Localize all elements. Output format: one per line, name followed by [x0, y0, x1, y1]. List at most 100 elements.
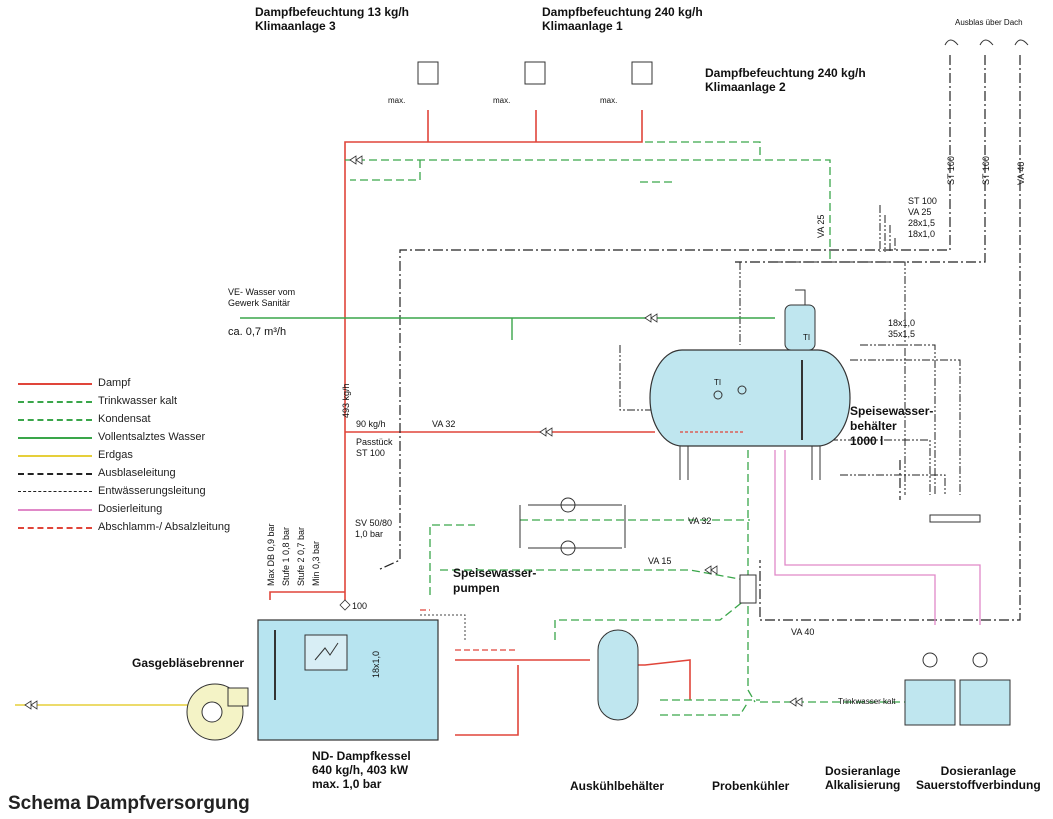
humidifier-3-label: Dampfbefeuchtung 13 kg/h Klimaanlage 3	[255, 5, 409, 33]
blowdown-lines	[420, 609, 518, 651]
degasser-dome	[784, 304, 816, 351]
feedwater-tank-line3: 1000 l	[850, 434, 884, 448]
passtueck-line1: Passtück	[356, 437, 393, 447]
sample-cooler-label: Probenkühler	[712, 779, 790, 793]
dotted-line	[420, 614, 466, 640]
legend-item: Vollentsalztes Wasser	[18, 430, 318, 446]
vertical-pipe-st100-b: ST 100	[981, 156, 991, 185]
sample-cooler	[739, 574, 757, 604]
max-label-3: max.	[600, 96, 618, 105]
dosing-lines	[774, 450, 981, 625]
passtueck-label: Passtück ST 100	[356, 437, 393, 459]
pipe-va40: VA 40	[791, 627, 815, 637]
pipe-list-top-item: ST 100	[908, 196, 937, 206]
ve-water-line2: Gewerk Sanitär	[228, 298, 291, 308]
pipe-list-top-item: VA 25	[908, 207, 932, 217]
ti-label-dome: TI	[803, 333, 811, 342]
legend-item: Kondensat	[18, 412, 318, 428]
legend-swatch	[18, 455, 92, 457]
dosing-2-label: Dosieranlage Sauerstoffverbindung	[916, 764, 1041, 792]
flow-493: 493 kg/h	[341, 383, 351, 418]
legend-item: Dampf	[18, 376, 318, 392]
dosing-1-label: Dosieranlage Alkalisierung	[825, 764, 900, 792]
legend-swatch	[18, 401, 92, 403]
pressure-level-min: Min 0,3 bar	[311, 540, 321, 586]
pipe-list-top-item: 18x1,0	[908, 229, 936, 239]
safety-valve-line1: SV 50/80	[355, 518, 393, 528]
valve-100: 100	[352, 601, 368, 611]
legend-label: Abschlamm-/ Absalzleitung	[98, 521, 231, 533]
burner-label: Gasgebläsebrenner	[132, 656, 245, 670]
safety-valve-line2: 1,0 bar	[355, 529, 384, 539]
dosing-tank-1	[904, 679, 956, 726]
legend-item: Entwässerungsleitung	[18, 484, 318, 500]
boiler-control-panel	[304, 634, 348, 671]
legend-item: Ausblaseleitung	[18, 466, 318, 482]
legend-swatch	[18, 509, 92, 511]
drainage-lines	[619, 205, 961, 495]
pipe-va32-top: VA 32	[432, 419, 456, 429]
feed-pumps-label: Speisewasser- pumpen	[453, 566, 536, 596]
dosing-2-line1: Dosieranlage	[940, 764, 1017, 778]
legend-label: Dosierleitung	[98, 503, 163, 515]
dosing-1-line1: Dosieranlage	[825, 764, 901, 778]
valves	[24, 155, 803, 710]
humidifier-1-label: Dampfbefeuchtung 240 kg/h Klimaanlage 1	[542, 5, 703, 33]
pipe-18x1: 18x1,0	[371, 650, 381, 678]
vertical-pipe-va40: VA 40	[1016, 161, 1026, 185]
pipe-va32-pumps: VA 32	[688, 516, 712, 526]
dosing-tank-2	[959, 679, 1011, 726]
blowoff-lines	[377, 55, 1021, 621]
drain-collector	[929, 514, 981, 523]
page-title: Schema Dampfversorgung	[8, 793, 250, 814]
cooling-tank	[597, 629, 639, 721]
dosing-2-line2: Sauerstoffverbindung	[916, 778, 1041, 792]
legend-swatch	[18, 491, 92, 492]
boiler-label: ND- Dampfkessel 640 kg/h, 403 kW max. 1,…	[312, 749, 411, 791]
boiler-line3: max. 1,0 bar	[312, 777, 382, 791]
boiler	[257, 619, 439, 741]
legend-item: Trinkwasser kalt	[18, 394, 318, 410]
legend-label: Vollentsalztes Wasser	[98, 431, 206, 443]
feedwater-tank-line2: behälter	[850, 419, 897, 433]
legend-swatch	[18, 473, 92, 475]
legend-label: Entwässerungsleitung	[98, 485, 206, 497]
legend-label: Ausblaseleitung	[98, 467, 176, 479]
pipe-list-mid-item: 35x1,5	[888, 329, 916, 339]
ti-label-tank: TI	[714, 378, 722, 387]
legend-label: Erdgas	[98, 449, 133, 461]
drinking-water-label: Trinkwasser kalt	[838, 697, 896, 706]
pipe-va15: VA 15	[648, 556, 672, 566]
legend-item: Dosierleitung	[18, 502, 318, 518]
roof-vents	[944, 39, 1029, 46]
humidifier-units	[417, 61, 653, 85]
cooling-tank-label: Auskühlbehälter	[570, 779, 665, 793]
humidifier-2-label: Dampfbefeuchtung 240 kg/h Klimaanlage 2	[705, 66, 866, 94]
roof-vent-label: Ausblas über Dach	[955, 18, 1023, 27]
dosing-pump-1	[922, 652, 938, 668]
legend-label: Kondensat	[98, 413, 151, 425]
safety-valve-label: SV 50/80 1,0 bar	[355, 518, 392, 540]
pipe-va25: VA 25	[816, 214, 826, 238]
condensate-lines	[345, 141, 920, 716]
feedwater-tank-label: Speisewasser- behälter 1000 l	[850, 404, 933, 449]
legend-label: Dampf	[98, 377, 131, 389]
pipe-list-mid-item: 18x1,0	[888, 318, 916, 328]
ve-water-label: VE- Wasser vom Gewerk Sanitär	[228, 287, 295, 309]
pipe-list-top: ST 100 VA 25 28x1,5 18x1,0	[908, 196, 937, 240]
pipe-list-top-item: 28x1,5	[908, 218, 936, 228]
ve-water-flow: ca. 0,7 m³/h	[228, 326, 287, 338]
feedwater-tank-line1: Speisewasser-	[850, 404, 934, 418]
legend-swatch	[18, 383, 92, 385]
legend-swatch	[18, 419, 92, 421]
ve-water-line1: VE- Wasser vom	[228, 287, 296, 297]
passtueck-line2: ST 100	[356, 448, 385, 458]
max-label-2: max.	[493, 96, 511, 105]
humidifier-2-title: Dampfbefeuchtung 240 kg/h	[705, 66, 866, 80]
humidifier-1-subtitle: Klimaanlage 1	[542, 19, 623, 33]
humidifier-2-subtitle: Klimaanlage 2	[705, 80, 786, 94]
pipe-list-mid: 18x1,0 35x1,5	[888, 318, 915, 340]
steam-lines	[269, 110, 691, 736]
legend-swatch	[18, 527, 92, 529]
